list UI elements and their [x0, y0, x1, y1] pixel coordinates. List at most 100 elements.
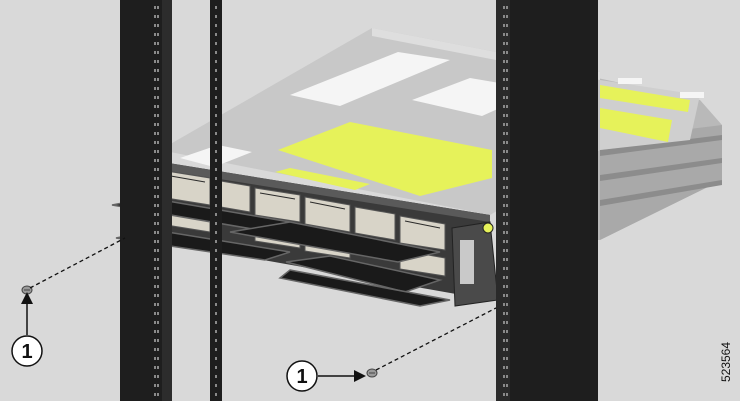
rail-hole [154, 357, 156, 360]
rail-hole [154, 87, 156, 90]
rail-hole [157, 303, 159, 306]
rail-hole [503, 168, 505, 171]
rail-hole [154, 321, 156, 324]
rail-hole [506, 87, 508, 90]
rail-hole [157, 348, 159, 351]
rail-hole [506, 267, 508, 270]
rail-hole [154, 384, 156, 387]
rail-hole [506, 339, 508, 342]
rail-hole [503, 258, 505, 261]
rail-hole [157, 312, 159, 315]
rail-hole [506, 204, 508, 207]
rail-hole [506, 249, 508, 252]
rail-hole [506, 96, 508, 99]
rail-hole [506, 105, 508, 108]
rail-hole [503, 150, 505, 153]
rail-hole [154, 51, 156, 54]
rail-hole [215, 123, 217, 126]
rail-hole [215, 132, 217, 135]
rail-hole [503, 60, 505, 63]
rail-hole [503, 303, 505, 306]
rail-hole [215, 159, 217, 162]
rail-hole [506, 348, 508, 351]
rail-hole [154, 303, 156, 306]
rail-hole [154, 240, 156, 243]
rail-hole [215, 33, 217, 36]
rail-hole [215, 42, 217, 45]
rail-hole [157, 258, 159, 261]
rail-hole [157, 384, 159, 387]
rail-hole [506, 375, 508, 378]
rail-hole [506, 231, 508, 234]
rail-hole [506, 357, 508, 360]
rail-hole [157, 159, 159, 162]
rail-hole [506, 24, 508, 27]
rail-hole [506, 366, 508, 369]
rail-hole [503, 384, 505, 387]
rail-hole [157, 375, 159, 378]
rail-hole [154, 114, 156, 117]
rail-hole [503, 366, 505, 369]
rail-hole [154, 177, 156, 180]
rail-hole [157, 222, 159, 225]
rail-hole [154, 204, 156, 207]
rail-hole [215, 348, 217, 351]
rail-hole [154, 213, 156, 216]
rail-hole [503, 204, 505, 207]
rail-hole [157, 168, 159, 171]
rail-hole [215, 114, 217, 117]
rail-hole [215, 177, 217, 180]
rail-hole [506, 132, 508, 135]
rail-hole [157, 42, 159, 45]
rail-hole [157, 105, 159, 108]
rail-hole [157, 339, 159, 342]
figure-id-text: 523564 [719, 341, 733, 383]
rail-hole [215, 186, 217, 189]
rail-hole [503, 231, 505, 234]
rail-hole [215, 6, 217, 9]
rail-hole [506, 195, 508, 198]
rail-hole [157, 393, 159, 396]
rail-hole [506, 114, 508, 117]
rail-hole [154, 258, 156, 261]
rail-hole [503, 33, 505, 36]
rail-hole [506, 33, 508, 36]
rail-hole [503, 339, 505, 342]
rail-hole [506, 78, 508, 81]
rail-hole [506, 15, 508, 18]
rail-hole [506, 186, 508, 189]
rail-hole [503, 249, 505, 252]
top-yellow-label-strip [275, 168, 370, 190]
rail-hole [506, 240, 508, 243]
rail-hole [157, 69, 159, 72]
rail-hole [154, 294, 156, 297]
rail-hole [157, 51, 159, 54]
rail-hole [154, 60, 156, 63]
rail-hole [506, 222, 508, 225]
rail-hole [503, 141, 505, 144]
rail-hole [503, 285, 505, 288]
rail-hole [154, 312, 156, 315]
rail-hole [157, 186, 159, 189]
rail-hole [154, 186, 156, 189]
rack-rail-left [120, 0, 222, 401]
rail-hole [215, 312, 217, 315]
rail-hole [503, 6, 505, 9]
rail-hole [215, 303, 217, 306]
rack-rail-holes [154, 6, 508, 396]
rail-hole [215, 15, 217, 18]
rail-hole [215, 375, 217, 378]
rail-hole [215, 141, 217, 144]
rail-hole [215, 330, 217, 333]
screw-right [366, 368, 378, 378]
rail-hole [154, 15, 156, 18]
rail-hole [503, 24, 505, 27]
rail-hole [154, 168, 156, 171]
guide-line-right [375, 307, 497, 371]
rail-hole [503, 42, 505, 45]
module-handles [111, 197, 451, 307]
rail-hole [154, 393, 156, 396]
rail-hole [157, 6, 159, 9]
rail-hole [506, 213, 508, 216]
